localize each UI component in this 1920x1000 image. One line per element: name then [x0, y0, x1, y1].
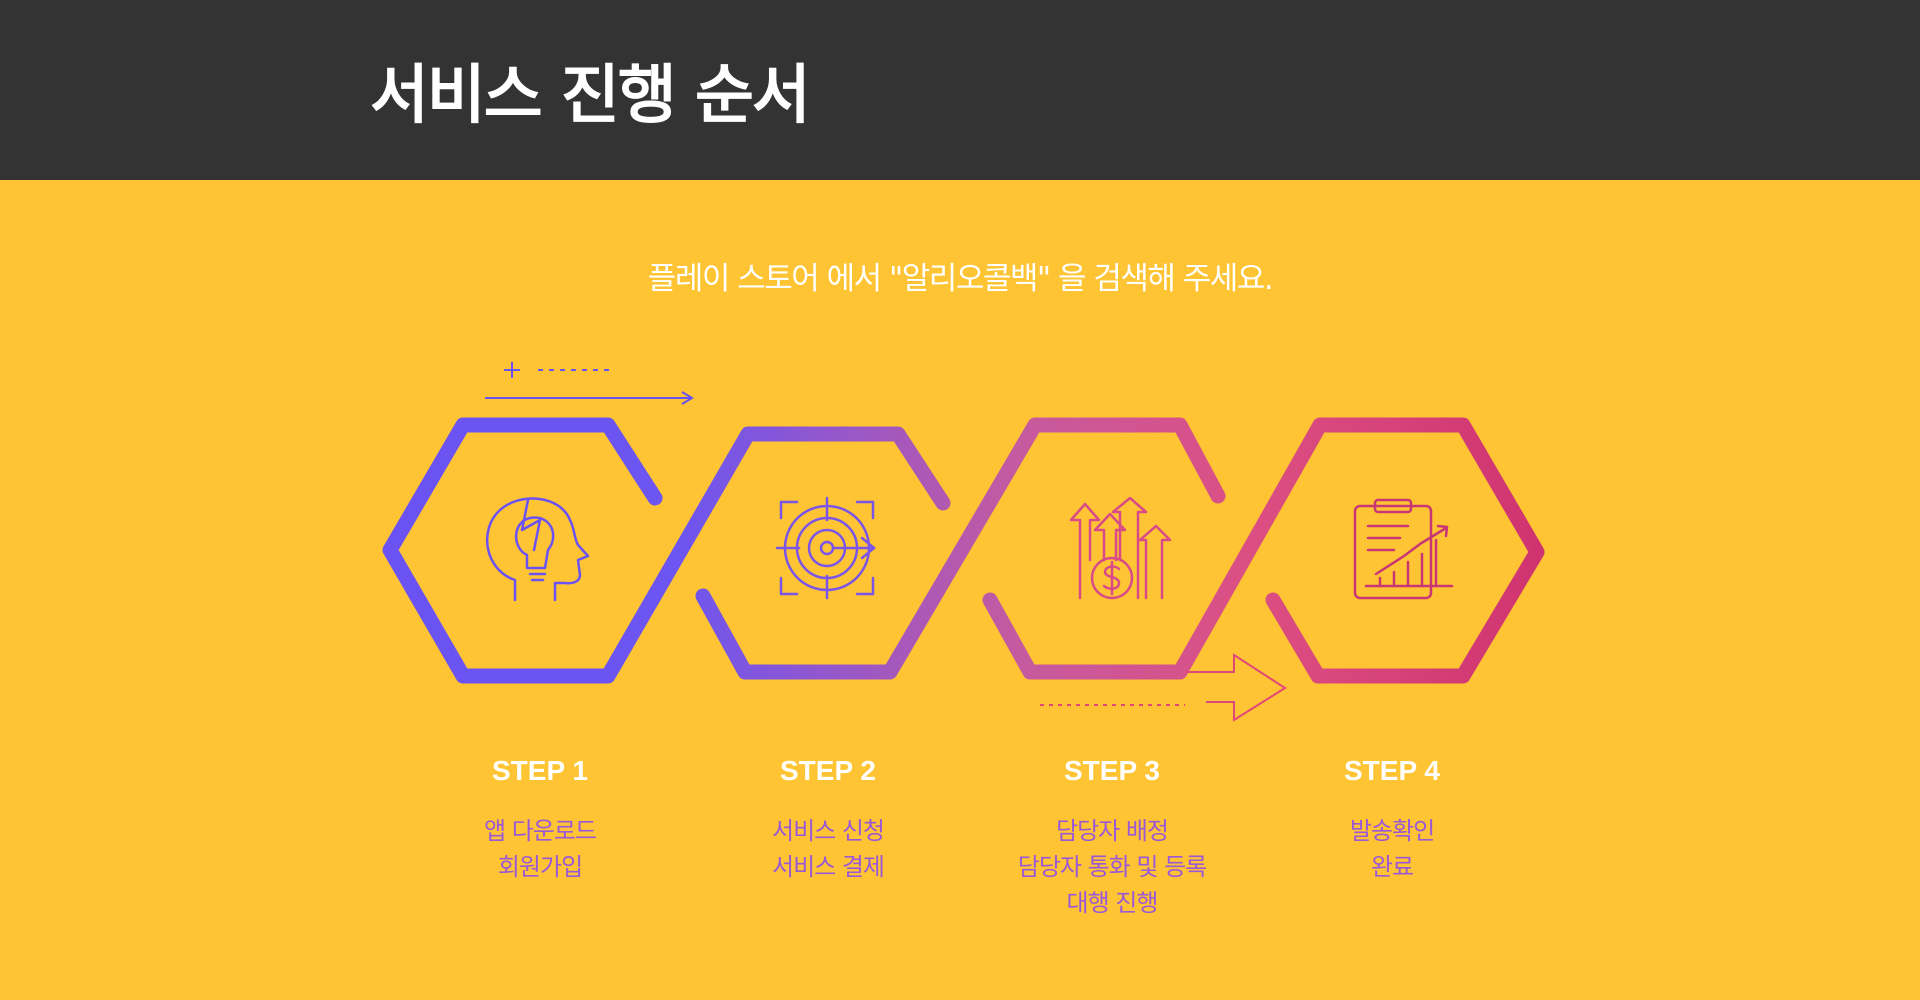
step-1-label: STEP 1 — [492, 755, 588, 786]
step-1-line-2: 회원가입 — [497, 853, 583, 881]
hexagon-chain-lower — [695, 417, 1226, 680]
main-panel — [0, 180, 1920, 1000]
step-2-line-2: 서비스 결제 — [771, 853, 885, 881]
step-2-line-1: 서비스 신청 — [771, 817, 885, 845]
money-growth-icon — [1069, 496, 1172, 600]
hexagon-chain-right — [982, 417, 1545, 684]
step-3: STEP 3 담당자 배정 담당자 통화 및 등록 대행 진행 — [972, 753, 1252, 921]
report-chart-icon — [1353, 498, 1454, 600]
bottom-arrow-decoration — [1040, 653, 1287, 722]
page-title: 서비스 진행 순서 — [370, 59, 811, 133]
step-4-description: 발송확인 완료 — [1252, 813, 1532, 885]
step-3-description: 담당자 배정 담당자 통화 및 등록 대행 진행 — [972, 813, 1252, 921]
instruction-text: 플레이 스토어 에서 "알리오콜백" 을 검색해 주세요. — [647, 261, 1274, 297]
step-4-label: STEP 4 — [1344, 755, 1440, 786]
step-3-line-1: 담당자 배정 — [1055, 817, 1169, 845]
lightbulb-head-icon — [485, 497, 590, 602]
step-4-line-2: 완료 — [1370, 853, 1414, 881]
step-4: STEP 4 발송확인 완료 — [1252, 753, 1532, 885]
step-1: STEP 1 앱 다운로드 회원가입 — [400, 753, 680, 885]
step-1-description: 앱 다운로드 회원가입 — [400, 813, 680, 885]
hexagon-chain — [382, 417, 951, 684]
header-bar: 서비스 진행 순서 — [0, 0, 1920, 180]
top-arrow-decoration — [485, 362, 694, 405]
step-2-description: 서비스 신청 서비스 결제 — [688, 813, 968, 885]
step-2-label: STEP 2 — [780, 755, 876, 786]
target-icon — [775, 496, 876, 600]
step-1-line-1: 앱 다운로드 — [483, 817, 597, 845]
step-3-line-3: 대행 진행 — [1066, 889, 1159, 917]
step-2: STEP 2 서비스 신청 서비스 결제 — [688, 753, 968, 885]
step-3-line-2: 담당자 통화 및 등록 — [1017, 853, 1208, 881]
step-4-line-1: 발송확인 — [1349, 817, 1435, 845]
step-3-label: STEP 3 — [1064, 755, 1160, 786]
